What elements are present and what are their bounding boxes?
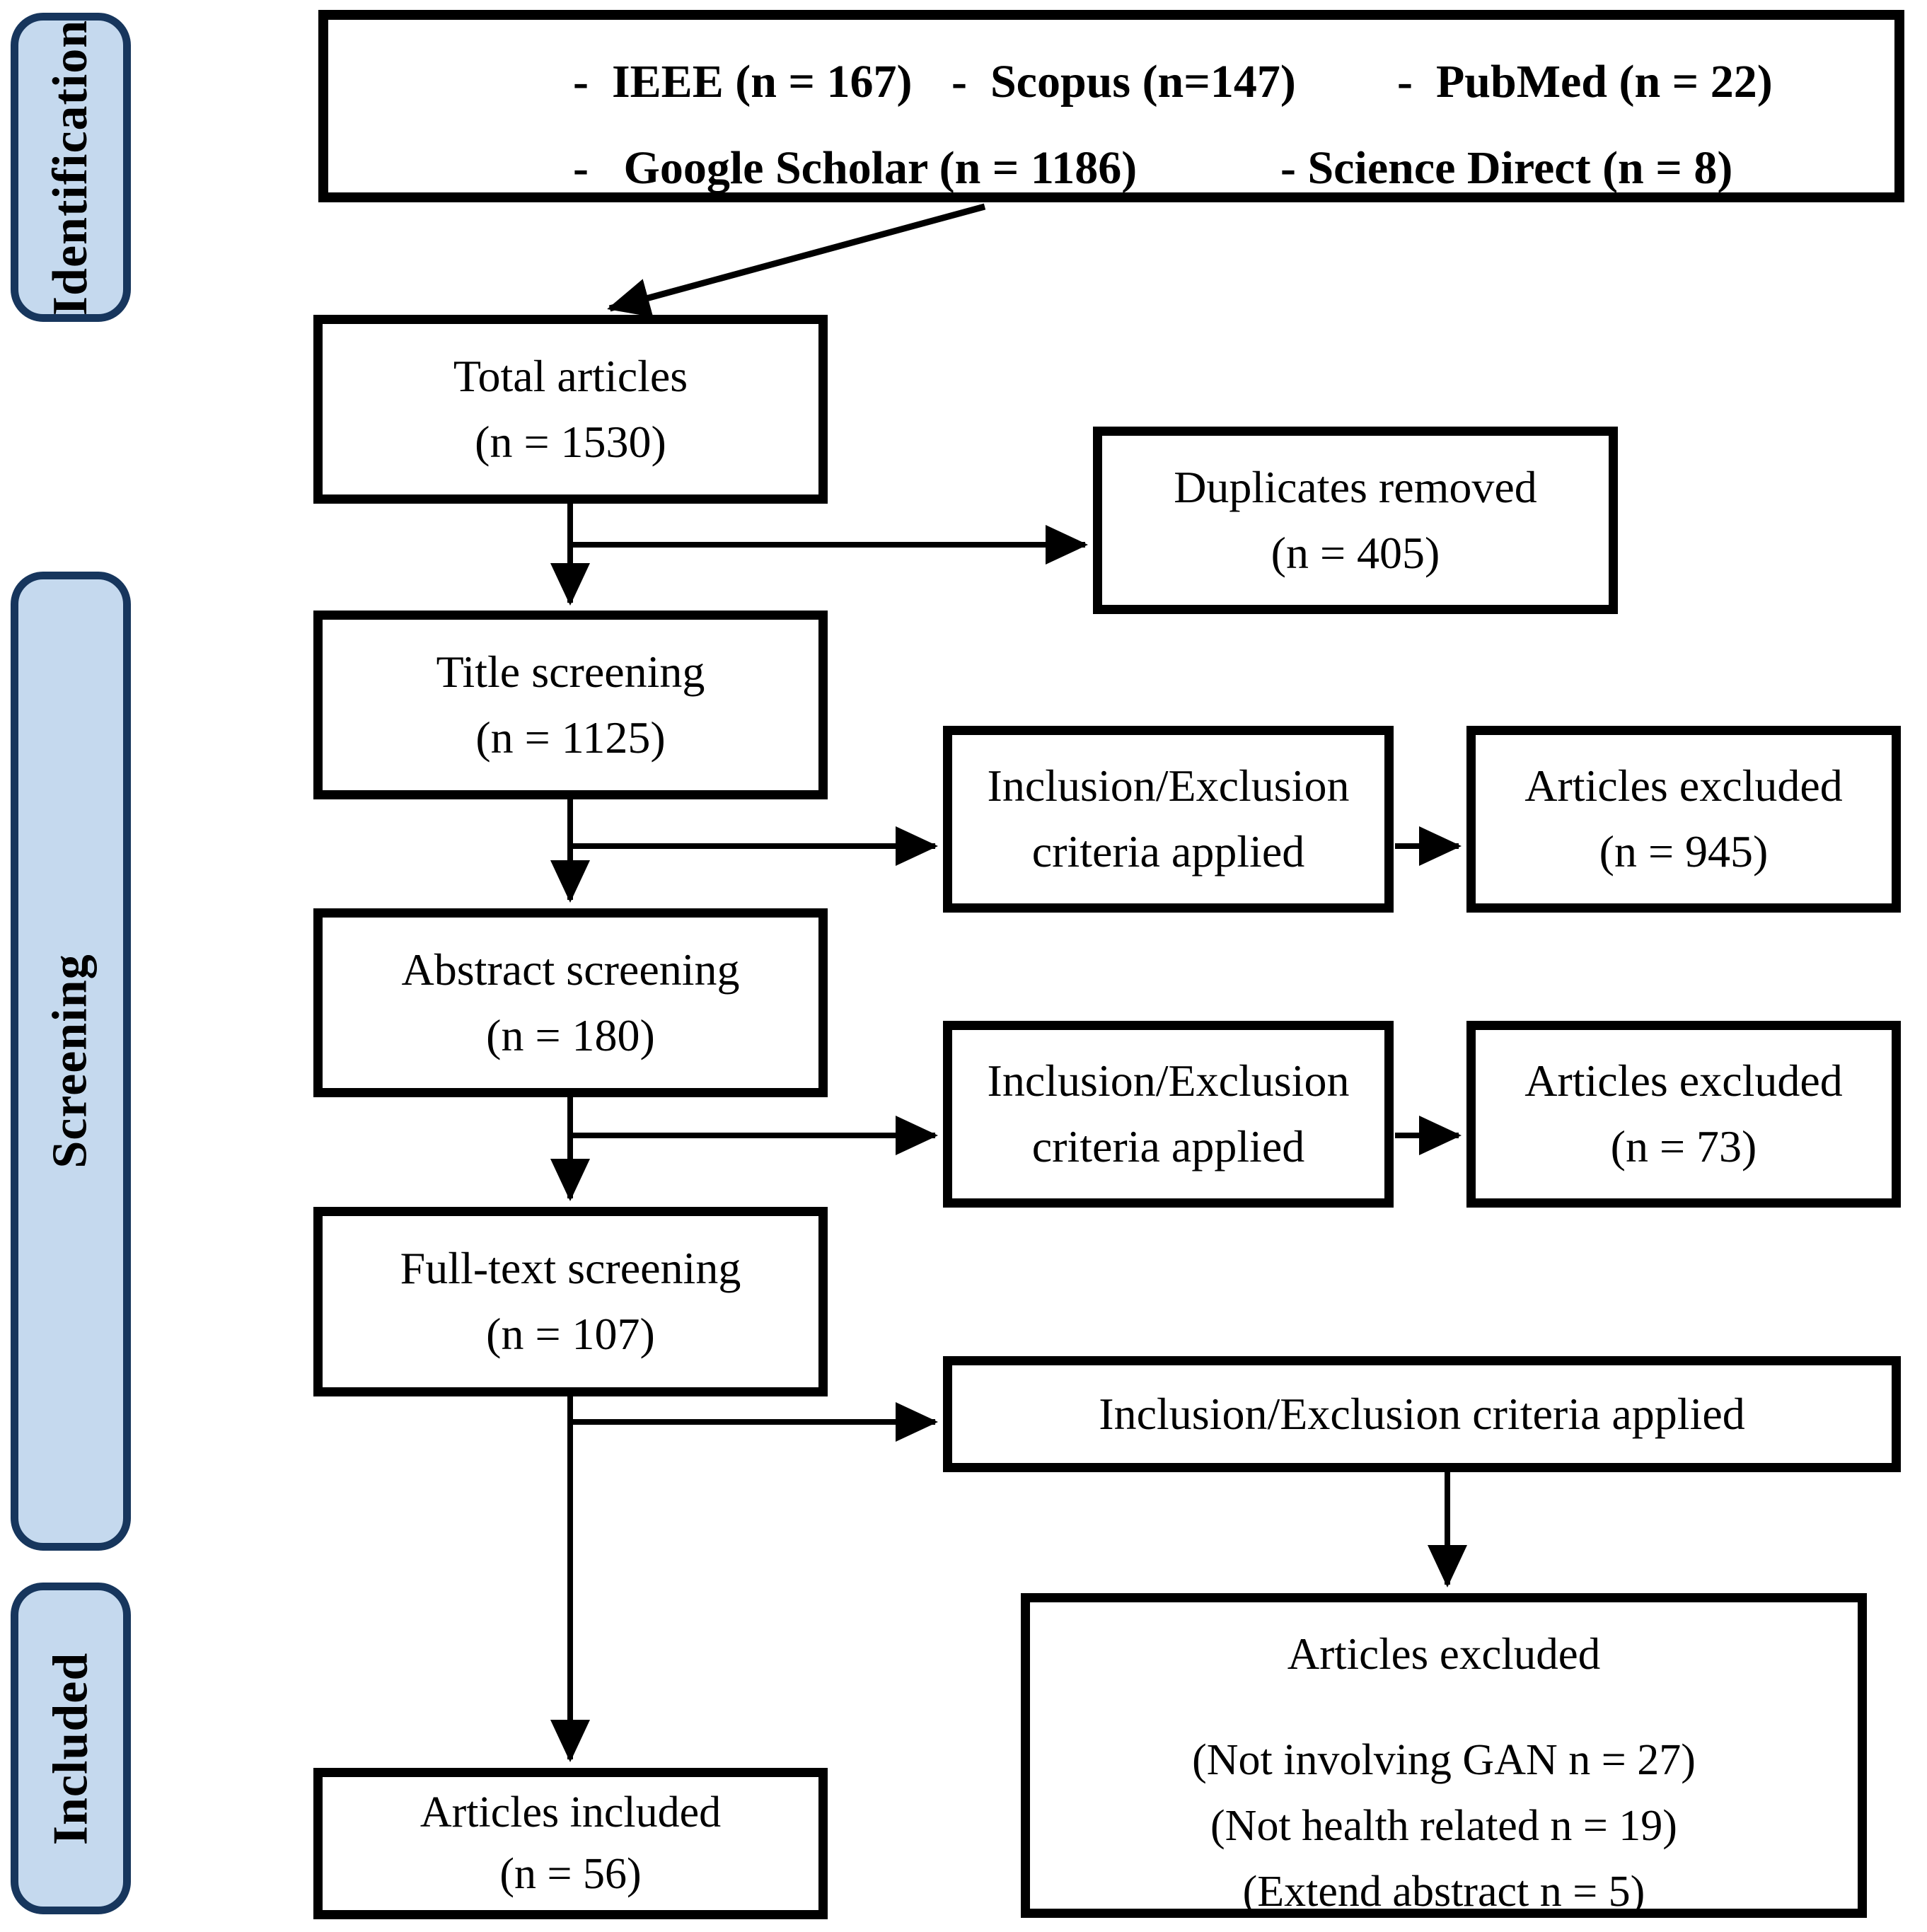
sources-box: - IEEE (n = 167) - Scopus (n=147) - PubM…: [318, 10, 1904, 202]
excluded-fulltext-reasons: (Not involving GAN n = 27) (Not health r…: [1192, 1728, 1696, 1925]
fulltext-screening-count: (n = 107): [486, 1309, 655, 1359]
duplicates-removed-count: (n = 405): [1271, 527, 1440, 578]
fulltext-screening-box: Full-text screening (n = 107): [313, 1207, 828, 1396]
total-articles-box: Total articles (n = 1530): [313, 315, 828, 504]
source-google-scholar: - Google Scholar (n = 1186): [573, 142, 1138, 194]
articles-included-title: Articles included: [419, 1788, 722, 1837]
total-articles-count: (n = 1530): [475, 416, 666, 467]
title-screening-title: Title screening: [436, 646, 705, 697]
criteria-applied-box-3: Inclusion/Exclusion criteria applied: [943, 1356, 1901, 1472]
source-scopus: - Scopus (n=147): [951, 56, 1296, 108]
criteria-1-line-1: Inclusion/Exclusion: [987, 760, 1350, 811]
criteria-3-label: Inclusion/Exclusion criteria applied: [1099, 1388, 1745, 1439]
source-science-direct: - Science Direct (n = 8): [1280, 142, 1733, 194]
excluded-title-count: (n = 945): [1599, 826, 1769, 877]
exclusion-reason: (Extend abstract n = 5): [1242, 1868, 1645, 1916]
stage-identification: Identification: [11, 13, 131, 322]
articles-excluded-abstract-box: Articles excluded (n = 73): [1466, 1021, 1901, 1208]
sources-row-2: - Google Scholar (n = 1186) - Science Di…: [328, 134, 1894, 202]
source-ieee: - IEEE (n = 167): [573, 56, 913, 108]
abstract-screening-box: Abstract screening (n = 180): [313, 908, 828, 1097]
source-pubmed: - PubMed (n = 22): [1397, 56, 1773, 108]
sources-row-1: - IEEE (n = 167) - Scopus (n=147) - PubM…: [328, 48, 1894, 116]
criteria-1-line-2: criteria applied: [1031, 826, 1305, 877]
articles-included-count: (n = 56): [499, 1850, 642, 1898]
exclusion-reason: (Not involving GAN n = 27): [1192, 1736, 1696, 1785]
criteria-2-line-1: Inclusion/Exclusion: [987, 1055, 1350, 1106]
total-articles-title: Total articles: [453, 350, 688, 401]
abstract-screening-count: (n = 180): [486, 1010, 655, 1060]
stage-included-label: Included: [43, 1652, 98, 1845]
articles-included-box: Articles included (n = 56): [313, 1768, 828, 1919]
title-screening-count: (n = 1125): [475, 712, 666, 763]
stage-screening: Screening: [11, 572, 131, 1551]
excluded-fulltext-title: Articles excluded: [1287, 1629, 1601, 1679]
fulltext-screening-title: Full-text screening: [400, 1243, 741, 1294]
duplicates-removed-box: Duplicates removed (n = 405): [1093, 427, 1618, 614]
excluded-title-title: Articles excluded: [1524, 760, 1843, 811]
exclusion-reason: (Not health related n = 19): [1210, 1802, 1677, 1851]
articles-excluded-fulltext-box: Articles excluded (Not involving GAN n =…: [1021, 1593, 1867, 1918]
excluded-abstract-title: Articles excluded: [1524, 1055, 1843, 1106]
stage-screening-label: Screening: [43, 954, 98, 1169]
excluded-abstract-count: (n = 73): [1610, 1121, 1757, 1172]
criteria-applied-box-2: Inclusion/Exclusion criteria applied: [943, 1021, 1394, 1208]
stage-included: Included: [11, 1583, 131, 1914]
title-screening-box: Title screening (n = 1125): [313, 611, 828, 799]
abstract-screening-title: Abstract screening: [401, 944, 740, 995]
criteria-2-line-2: criteria applied: [1031, 1121, 1305, 1172]
criteria-applied-box-1: Inclusion/Exclusion criteria applied: [943, 726, 1394, 913]
arrow-sources-to-total: [607, 203, 986, 318]
duplicates-removed-title: Duplicates removed: [1174, 461, 1537, 512]
stage-identification-label: Identification: [43, 19, 98, 316]
articles-excluded-title-box: Articles excluded (n = 945): [1466, 726, 1901, 913]
